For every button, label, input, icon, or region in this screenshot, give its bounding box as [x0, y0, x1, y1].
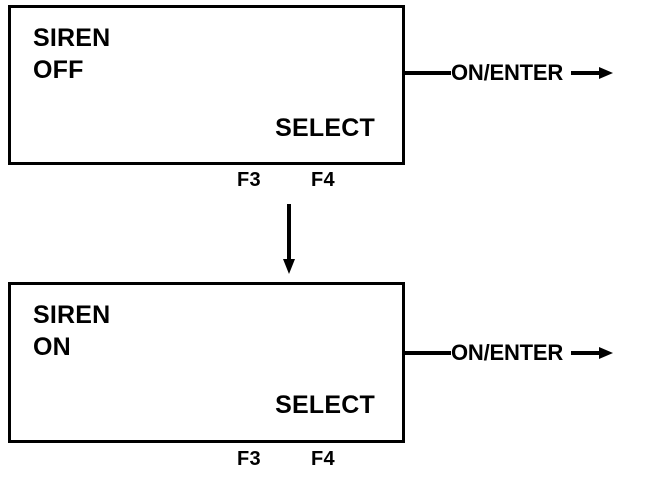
arrow-right-icon — [571, 67, 614, 79]
connector-line-icon — [403, 71, 451, 75]
screen-panel-siren-off: SIREN OFF SELECT — [8, 5, 405, 165]
transition-on-enter-bottom: ON/ENTER — [403, 340, 614, 366]
arrow-down-icon — [283, 204, 295, 274]
screen-state-value: ON — [33, 333, 71, 361]
transition-label: ON/ENTER — [451, 60, 564, 85]
select-label: SELECT — [275, 391, 375, 419]
transition-label: ON/ENTER — [451, 340, 564, 365]
arrow-right-icon — [571, 347, 614, 359]
screen-title: SIREN — [33, 301, 111, 329]
softkey-label-f3[interactable]: F3 — [237, 169, 261, 191]
screen-panel-siren-on: SIREN ON SELECT — [8, 282, 405, 443]
screen-title: SIREN — [33, 24, 111, 52]
softkey-label-f4[interactable]: F4 — [311, 169, 335, 191]
select-label: SELECT — [275, 114, 375, 142]
softkey-label-f4[interactable]: F4 — [311, 448, 335, 470]
softkey-label-f3[interactable]: F3 — [237, 448, 261, 470]
screen-state-value: OFF — [33, 56, 84, 84]
connector-line-icon — [403, 351, 451, 355]
transition-on-enter-top: ON/ENTER — [403, 60, 614, 86]
